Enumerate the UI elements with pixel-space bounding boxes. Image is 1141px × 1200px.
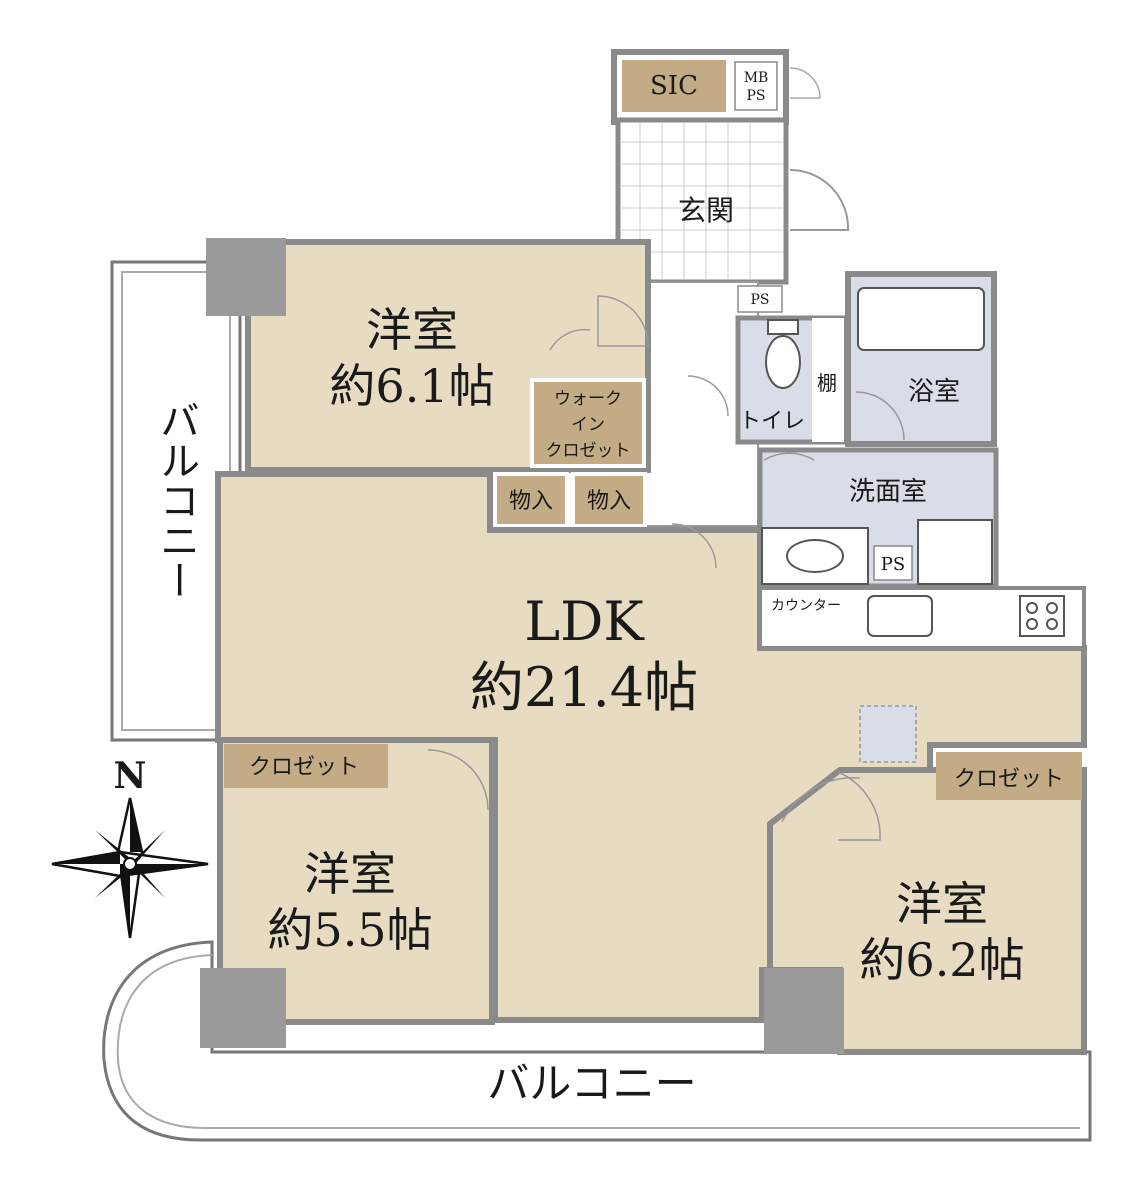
washroom-label: 洗面室 [849, 477, 927, 507]
closet-left [224, 744, 388, 788]
compass-north-label: N [114, 755, 147, 797]
compass-icon [51, 797, 209, 939]
counter-label: カウンター [771, 598, 841, 614]
fridge-space [859, 705, 917, 763]
walk-in-closet-label-1: ウォーク [554, 389, 622, 409]
pillar-nw [206, 238, 286, 316]
mbps-label-2: PS [746, 88, 765, 104]
western-room-3-size: 約6.2帖 [859, 933, 1024, 987]
storage-1-label: 物入 [509, 489, 553, 514]
sink [867, 595, 933, 637]
pillar-se [764, 968, 844, 1054]
western-room-2-size: 約5.5帖 [267, 903, 432, 957]
closet-right [936, 752, 1082, 800]
ps-lower-label: PS [881, 554, 905, 575]
bathroom-label: 浴室 [908, 377, 960, 407]
ps-upper-label: PS [750, 292, 769, 308]
storage-2 [571, 472, 647, 528]
mbps-box [734, 61, 778, 111]
sic-label: SIC [650, 71, 698, 101]
washer-space [917, 519, 993, 585]
pillar-sw [200, 968, 286, 1048]
entrance-tiles [620, 122, 784, 280]
mbps-label-1: MB [744, 70, 769, 86]
ldk-name: LDK [524, 590, 645, 653]
balcony-west-label: バルコニー [153, 400, 199, 600]
stove [1019, 595, 1065, 637]
ps-box-upper [737, 285, 783, 313]
closet-left-label: クロゼット [249, 755, 359, 780]
ldk-size: 約21.4帖 [470, 656, 698, 719]
closet-right-label: クロゼット [954, 767, 1064, 792]
western-room-3-name: 洋室 [896, 877, 988, 931]
south-balcony [102, 940, 1092, 1142]
toilet-label: トイレ [739, 409, 805, 434]
bathtub [857, 287, 985, 351]
walk-in-closet-label-3: クロゼット [546, 441, 631, 461]
entrance-label: 玄関 [678, 194, 734, 227]
entrance-door-swing [789, 169, 850, 231]
sic-storage [622, 60, 726, 112]
toilet-bowl [765, 335, 801, 389]
ps-box-lower [873, 545, 913, 581]
western-room-2-name: 洋室 [304, 847, 396, 901]
storage-1 [493, 472, 569, 528]
walk-in-closet [530, 378, 646, 468]
western-room-1-name: 洋室 [366, 303, 458, 357]
balcony-south-label: バルコニー [487, 1059, 696, 1108]
shelf-area [812, 318, 844, 442]
walk-in-closet-label-2: イン [571, 415, 605, 435]
shelf-label: 棚 [817, 371, 837, 395]
western-room-1-size: 約6.1帖 [329, 359, 494, 413]
storage-2-label: 物入 [587, 489, 631, 514]
